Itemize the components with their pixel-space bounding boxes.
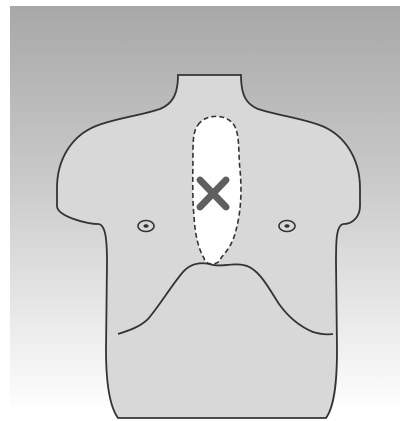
nipple-icon: [279, 221, 295, 232]
nipple-icon: [138, 221, 154, 232]
